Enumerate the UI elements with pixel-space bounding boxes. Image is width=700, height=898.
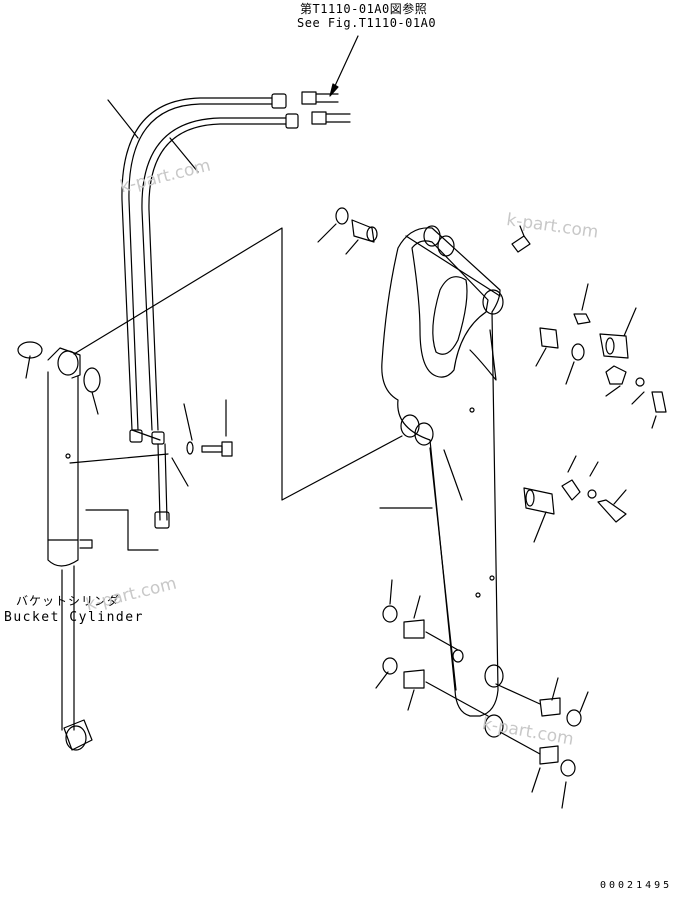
arm-body [379,225,504,738]
reference-figure-english: See Fig.T1110-01A0 [297,16,437,30]
bucket-cylinder-shape [17,341,101,751]
hose-fittings [301,91,351,125]
arm-pins [523,307,637,543]
hydraulic-hose-pair [121,93,299,529]
lock-plates-and-bolts [561,365,667,523]
reference-figure-japanese: 第T1110-01A0図参照 [300,2,428,16]
reference-arrow [329,35,359,97]
bucket-cylinder-label-english: Bucket Cylinder [4,610,144,625]
hose-leaders [107,99,199,173]
lower-bushings [375,579,589,809]
bucket-cylinder-label-japanese: バケットシリンダ [16,594,121,608]
grease-fittings [511,225,591,325]
upper-bushings [317,207,585,385]
section-callout-lines [25,227,403,501]
hose-bracket [69,399,233,551]
drawing-code: 00021495 [600,880,673,891]
